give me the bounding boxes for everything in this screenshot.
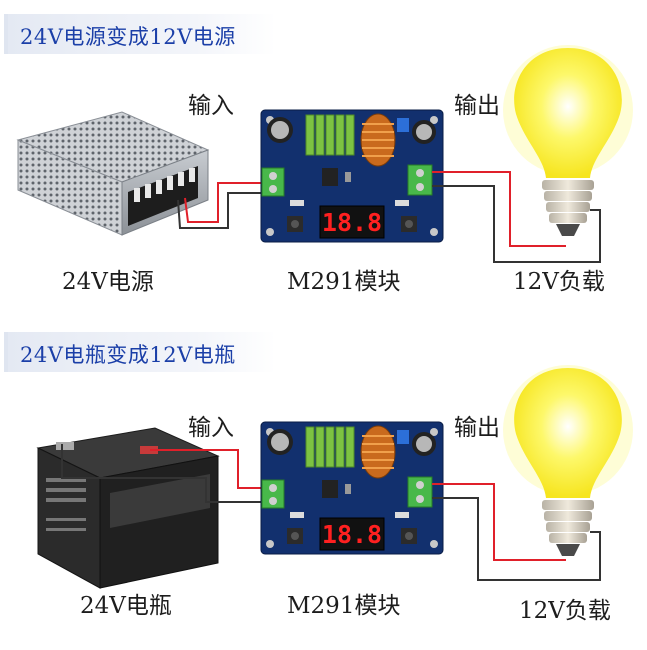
section-title: 24V电瓶变成12V电瓶: [20, 343, 236, 367]
power-supply-unit-icon: [16, 111, 210, 236]
output-label: 输出: [454, 93, 500, 119]
source-label: 24V电瓶: [80, 593, 172, 619]
section-title-banner: 24V电源变成12V电源: [4, 14, 276, 54]
module-display-readout: 18.8: [322, 520, 382, 549]
input-label: 输入: [188, 415, 234, 441]
input-wires: [61, 444, 270, 503]
section-power-supply: 24V电源变成12V电源: [4, 14, 633, 295]
module-label: M291模块: [287, 593, 401, 619]
input-wires: [177, 182, 270, 229]
output-wires: [432, 171, 601, 263]
input-positive-wire: [150, 449, 270, 489]
input-negative-wire: [61, 444, 270, 503]
light-bulb-icon: [503, 45, 633, 236]
section-title-banner: 24V电瓶变成12V电瓶: [4, 332, 276, 372]
input-negative-wire: [177, 192, 270, 229]
output-label: 输出: [454, 415, 500, 441]
output-negative-wire: [432, 497, 601, 581]
source-label: 24V电源: [62, 269, 154, 295]
output-positive-wire: [432, 171, 566, 247]
section-battery: 24V电瓶变成12V电瓶: [0, 318, 647, 643]
input-positive-wire: [184, 182, 270, 223]
wiring-diagram: 18.8: [36, 365, 633, 589]
output-wires: [432, 483, 601, 581]
load-label: 12V负载: [519, 598, 611, 624]
light-bulb-icon: [503, 365, 633, 556]
module-label: M291模块: [287, 269, 401, 295]
input-label: 输入: [188, 93, 234, 119]
output-negative-wire: [432, 185, 601, 263]
m291-module-board: [260, 109, 444, 243]
output-positive-wire: [432, 483, 566, 561]
section-title: 24V电源变成12V电源: [20, 25, 236, 49]
battery-icon: [36, 427, 220, 589]
wiring-diagram: 18.8: [16, 45, 633, 263]
m291-module-board: [260, 421, 444, 555]
load-label: 12V负载: [513, 269, 605, 295]
module-display-readout: 18.8: [322, 208, 382, 237]
